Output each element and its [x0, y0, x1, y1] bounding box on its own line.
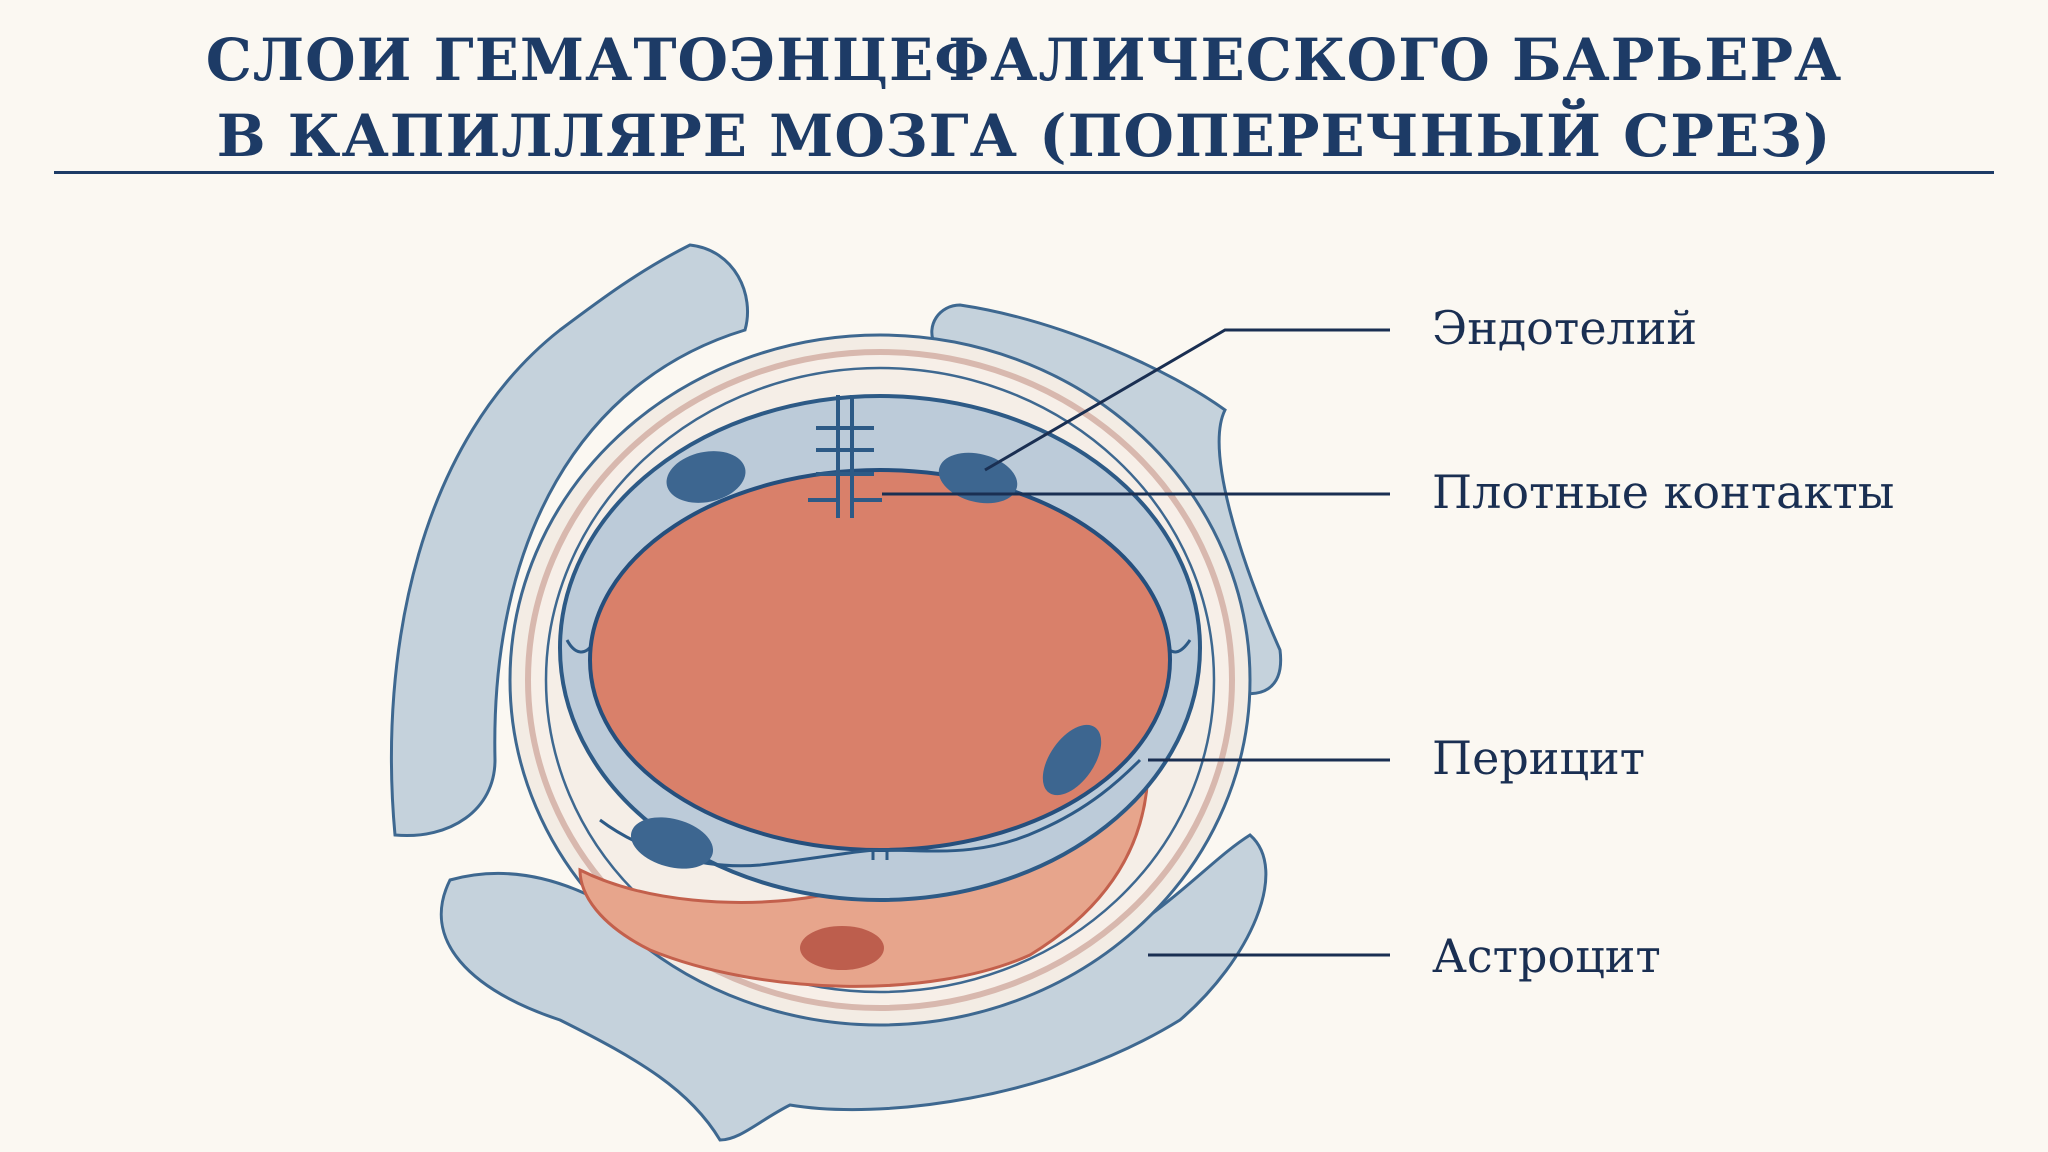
capillary-lumen [588, 468, 1172, 852]
endothelial-nucleus-upper-left [666, 451, 746, 503]
endothelial-nucleus-right [1042, 724, 1102, 796]
leader-line-endothelium [984, 328, 1390, 472]
tight-junction [808, 395, 882, 518]
label-pericyte: Перицит [1432, 731, 1646, 785]
title-line-2: В КАПИЛЛЯРЕ МОЗГА (ПОПЕРЕЧНЫЙ СРЕЗ) [216, 102, 1832, 170]
label-astrocyte: Астроцит [1432, 929, 1661, 983]
label-tight-junctions: Плотные контакты [1432, 465, 1895, 519]
endothelial-nucleus-upper-right [938, 452, 1018, 504]
diagram-title: СЛОИ ГЕМАТОЭНЦЕФАЛИЧЕСКОГО БАРЬЕРА В КАП… [0, 22, 2048, 174]
leader-lines [882, 328, 1390, 957]
astrocyte-endfoot-upper-left [389, 243, 750, 838]
endothelial-nucleus-lower-left [630, 817, 714, 869]
pericyte-nucleus [800, 926, 884, 970]
label-endothelium: Эндотелий [1432, 301, 1698, 355]
title-line-1: СЛОИ ГЕМАТОЭНЦЕФАЛИЧЕСКОГО БАРЬЕРА [205, 26, 1843, 94]
title-divider [54, 171, 1994, 174]
